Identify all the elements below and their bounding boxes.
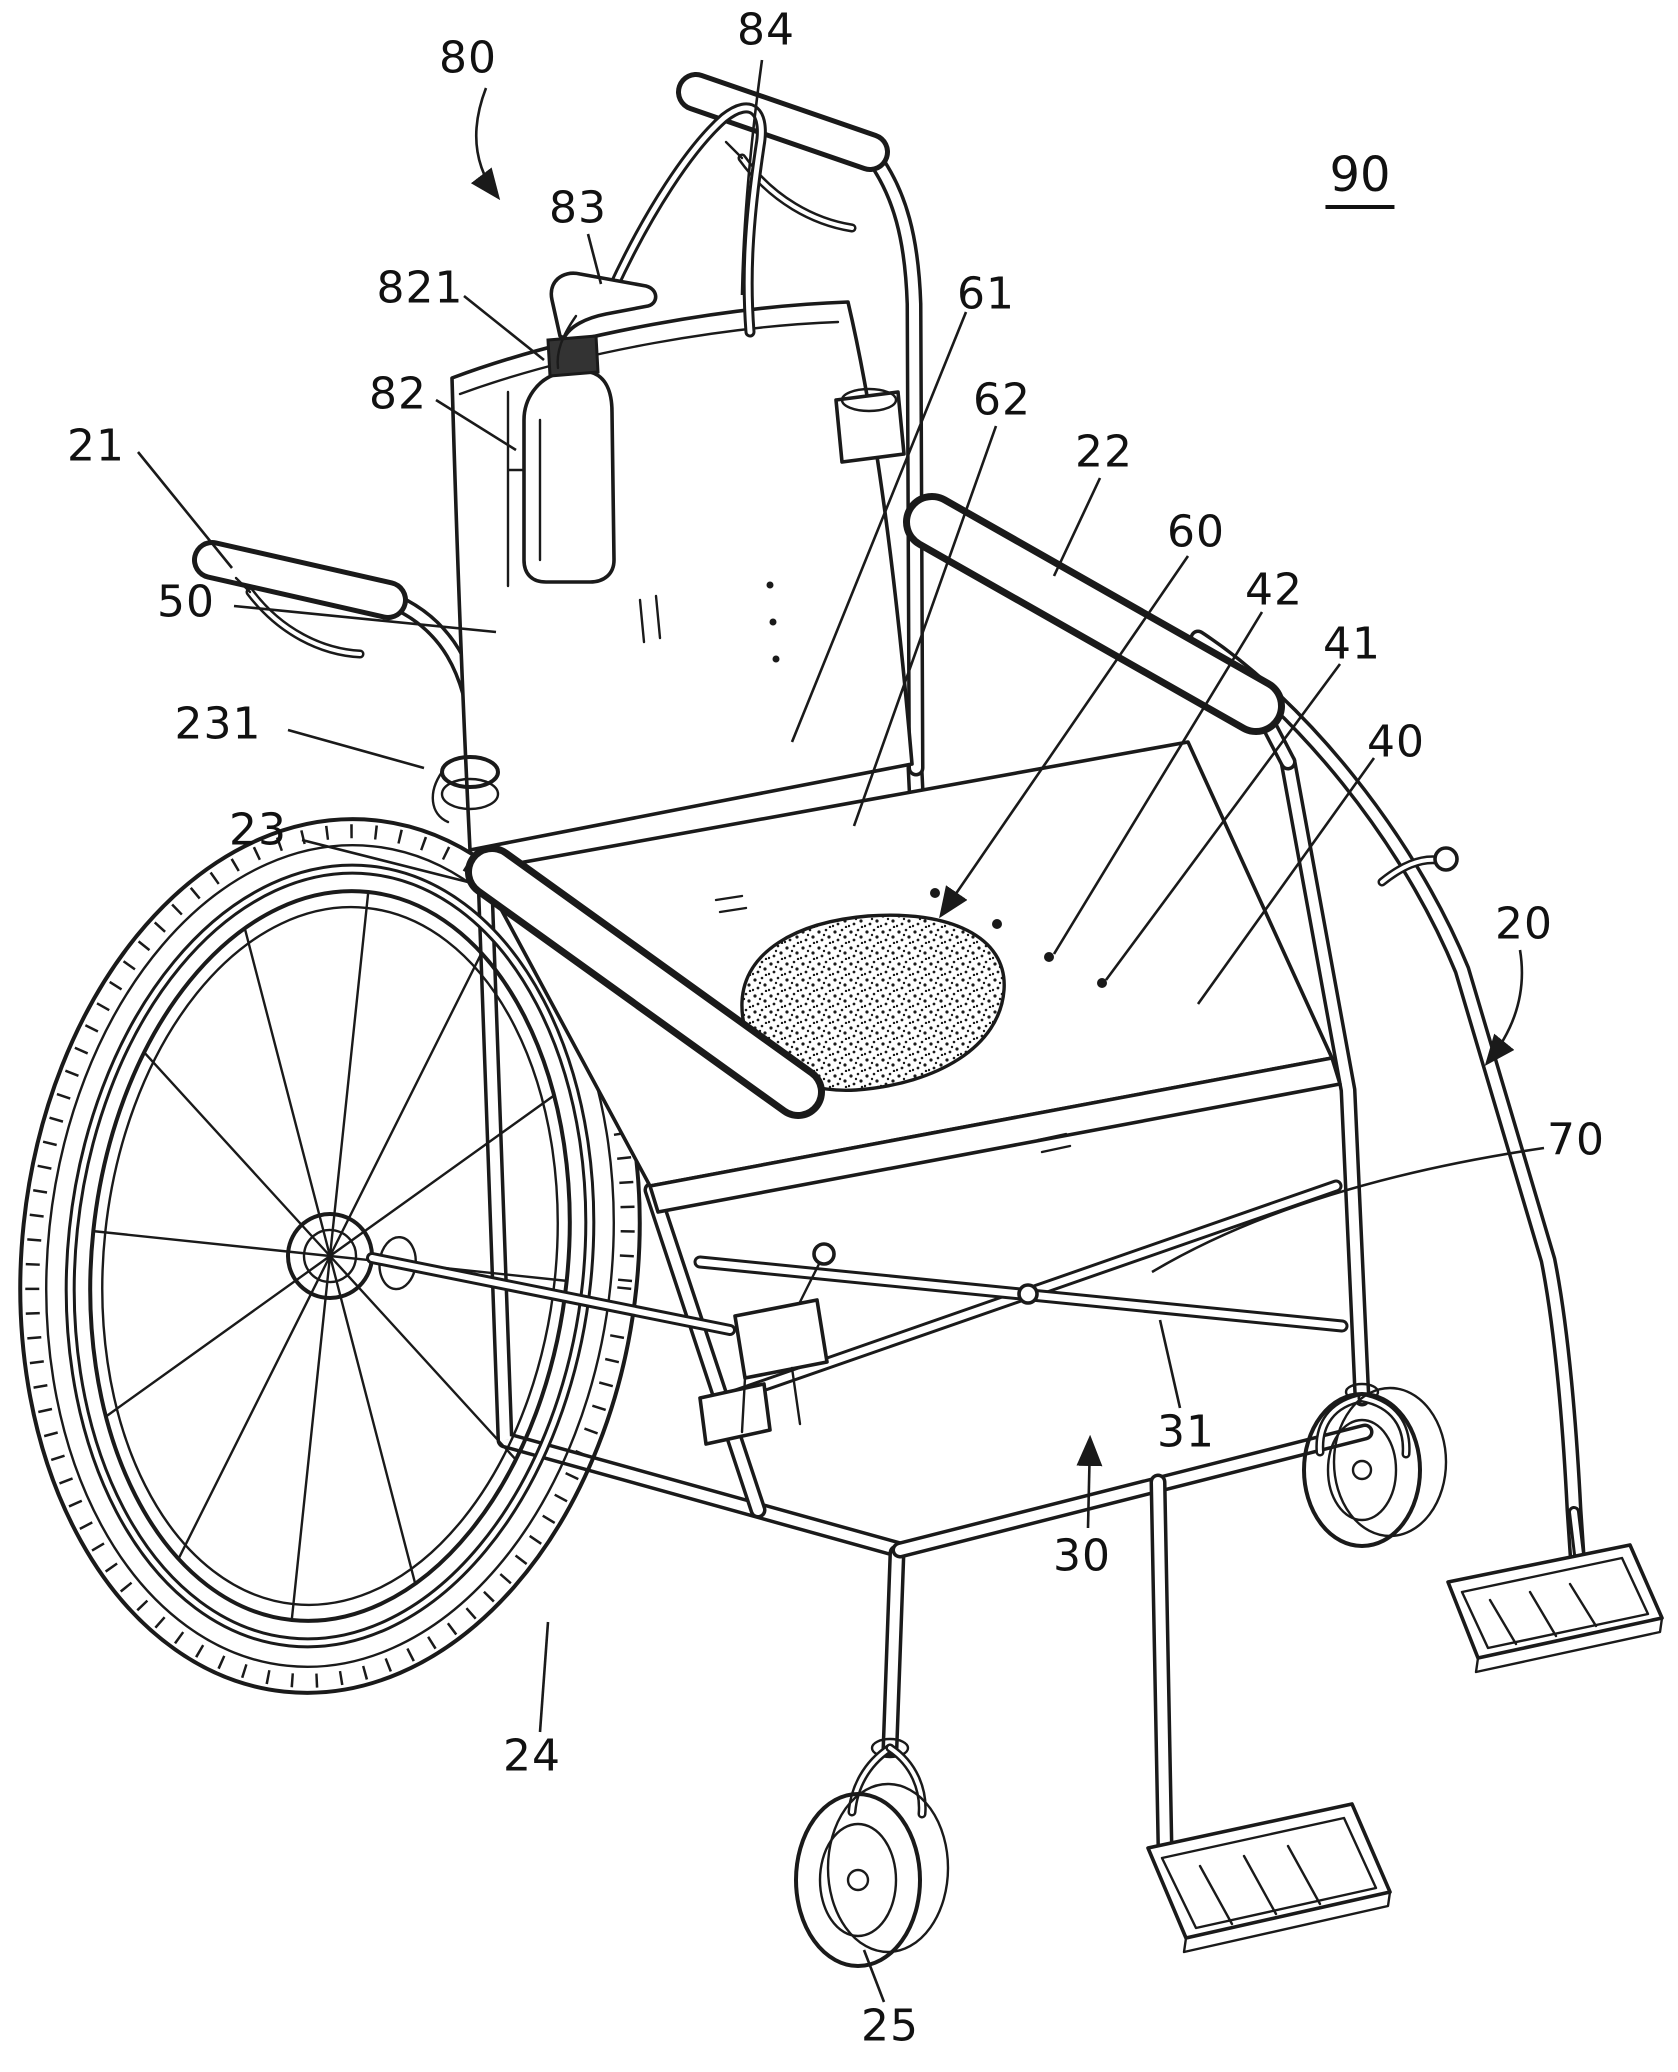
ref-label-23: 23 — [229, 804, 287, 856]
ref-label-20: 20 — [1495, 898, 1553, 950]
ref-label-24: 24 — [503, 1730, 561, 1782]
ref-label-50: 50 — [157, 576, 215, 628]
footplate-left — [1146, 1802, 1392, 1954]
ref-label-25: 25 — [861, 2000, 919, 2052]
ref-label-21: 21 — [67, 420, 125, 472]
spray-bottle — [506, 271, 658, 588]
armrest-left — [465, 845, 825, 1119]
leader-lines — [136, 59, 1545, 2003]
leader-line-231 — [287, 728, 425, 770]
leader-line-82 — [435, 398, 517, 452]
caster-front-right — [1302, 1382, 1448, 1548]
leader-line-21 — [136, 451, 234, 569]
leader-line-22 — [1052, 477, 1102, 577]
ref-label-83: 83 — [549, 182, 607, 234]
leader-line-40 — [1196, 757, 1376, 1005]
ref-label-61: 61 — [957, 268, 1015, 320]
leader-line-41 — [1104, 663, 1342, 981]
leader-line-80 — [470, 87, 501, 201]
leader-line-84 — [740, 59, 764, 296]
ref-label-42: 42 — [1245, 564, 1303, 616]
axle-assembly — [366, 1252, 736, 1336]
ref-label-62: 62 — [973, 374, 1031, 426]
sprayer-head — [549, 271, 658, 340]
rear-wheel — [18, 817, 642, 1695]
leader-line-61 — [790, 311, 968, 743]
leader-line-42 — [1052, 611, 1264, 955]
sprayer-trigger — [556, 314, 578, 370]
leader-line-62 — [852, 425, 998, 827]
armrest-right — [903, 493, 1285, 735]
ref-label-84: 84 — [737, 4, 795, 56]
bottle-body — [522, 370, 616, 584]
brake-lever-left — [234, 576, 365, 659]
leader-line-23 — [301, 838, 469, 884]
leader-line-60 — [939, 555, 1190, 919]
leader-line-83 — [586, 233, 603, 285]
ref-label-821: 821 — [376, 262, 464, 314]
ref-label-22: 22 — [1075, 426, 1133, 478]
ref-label-30: 30 — [1053, 1530, 1111, 1582]
frame-lower — [476, 629, 1591, 1857]
leader-line-30 — [1076, 1434, 1103, 1529]
cross-brace — [693, 1179, 1349, 1409]
figure-number: 90 — [1325, 147, 1395, 209]
ref-label-60: 60 — [1167, 506, 1225, 558]
ref-label-41: 41 — [1323, 618, 1381, 670]
ref-label-70: 70 — [1547, 1114, 1605, 1166]
ref-label-82: 82 — [369, 368, 427, 420]
caster-front-left — [794, 1737, 950, 1968]
ref-label-80: 80 — [439, 32, 497, 84]
post-clamp — [431, 755, 500, 824]
leader-line-25 — [862, 1949, 886, 2003]
leader-line-50 — [233, 604, 497, 634]
leader-line-20 — [1484, 949, 1524, 1067]
seat-panel — [478, 740, 1342, 1214]
ref-label-31: 31 — [1157, 1406, 1215, 1458]
ref-label-231: 231 — [174, 698, 262, 750]
sprayer-hose — [606, 102, 767, 338]
footplate-right — [1446, 1506, 1664, 1674]
leader-line-24 — [538, 1621, 550, 1733]
ref-label-40: 40 — [1367, 716, 1425, 768]
leader-line-31 — [1158, 1319, 1182, 1409]
push-handle-right — [676, 72, 925, 777]
leader-line-821 — [463, 294, 545, 362]
leader-line-70 — [1151, 1146, 1545, 1274]
wheel-brake — [698, 1242, 836, 1446]
